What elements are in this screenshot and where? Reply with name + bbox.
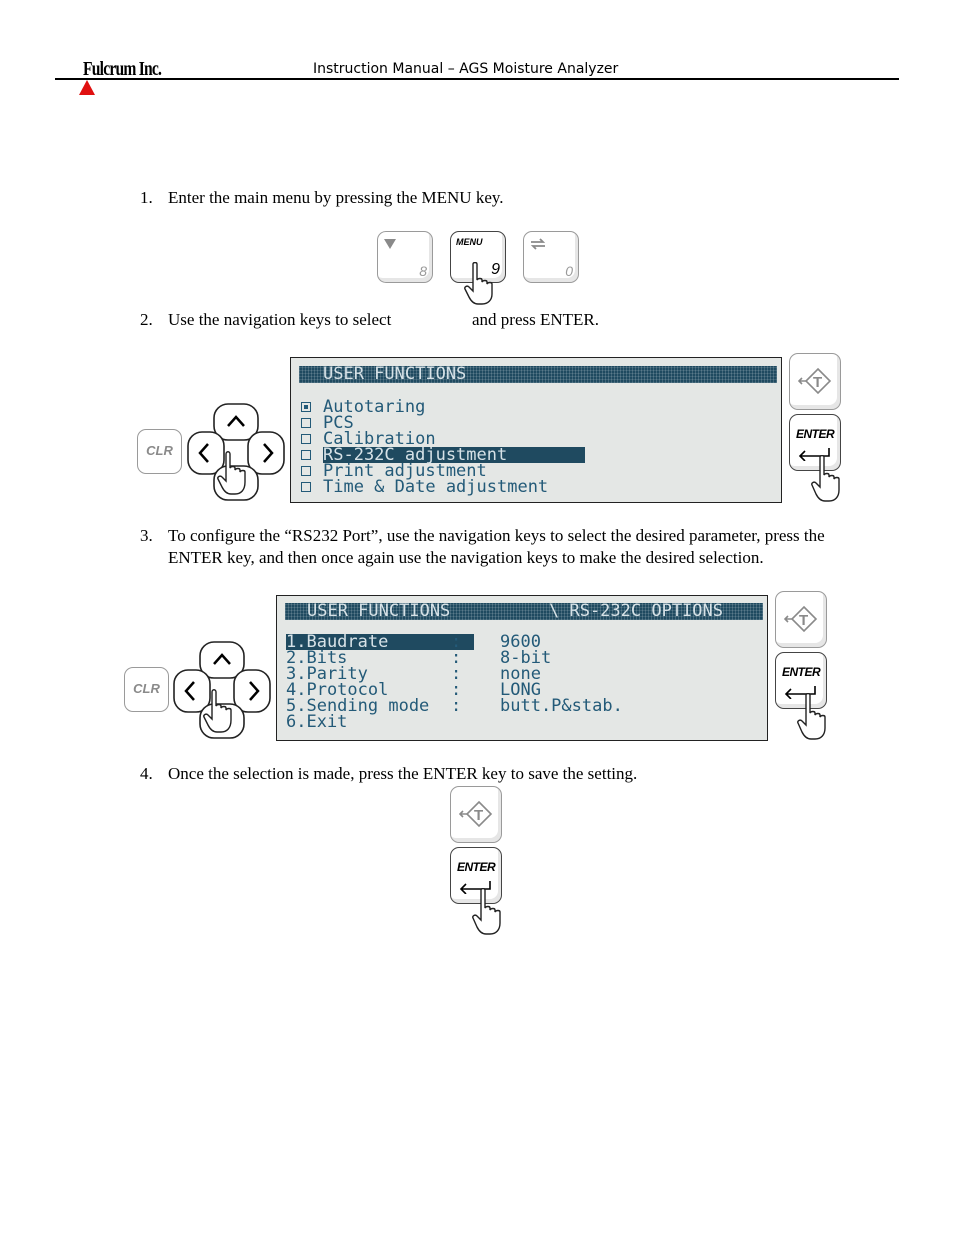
tare-key: T — [450, 786, 502, 843]
navigation-pad — [173, 641, 271, 739]
step-text: Use the navigation keys to select — [168, 310, 392, 329]
menu-checkbox — [301, 466, 311, 476]
pointing-hand-icon — [811, 455, 840, 502]
pointing-hand-icon — [472, 888, 501, 935]
company-logo: Fulcrum Inc. — [83, 58, 162, 80]
lcd-title-bar: USER FUNCTIONS — [299, 366, 777, 383]
tare-key: T — [789, 353, 841, 410]
enter-key: ENTER — [789, 414, 841, 471]
enter-key: ENTER — [450, 847, 502, 904]
pointing-hand-icon — [464, 262, 493, 305]
menu-item: Autotaring — [323, 397, 426, 417]
pointing-hand-icon — [797, 693, 826, 740]
arrow-left-icon — [184, 681, 195, 701]
lcd-rs232-options: USER FUNCTIONS \ RS-232C OPTIONS 1.Baudr… — [276, 595, 768, 741]
menu-item: PCS — [323, 413, 354, 433]
header-title: Instruction Manual – AGS Moisture Analyz… — [313, 61, 619, 77]
option-label: 5.Sending mode — [286, 696, 430, 716]
svg-text:T: T — [813, 374, 822, 391]
step-number: 3. — [140, 526, 153, 545]
tare-icon: T — [459, 800, 493, 828]
menu-checkbox — [301, 482, 311, 492]
option-value: LONG — [500, 680, 541, 700]
step-text-line-1: To configure the “RS232 Port”, use the n… — [168, 526, 825, 545]
header-rule — [55, 78, 899, 80]
step-text: Enter the main menu by pressing the MENU… — [168, 188, 504, 207]
option-separator: : — [451, 664, 462, 684]
option-separator: : — [451, 648, 462, 668]
key-0: 0 — [523, 231, 579, 283]
menu-item: Time & Date adjustment — [323, 477, 549, 497]
enter-arrow-icon — [798, 448, 830, 461]
key-digit: 0 — [565, 263, 573, 279]
lcd-subtitle: \ RS-232C OPTIONS — [549, 601, 723, 621]
key-digit: 9 — [491, 261, 500, 278]
navigation-pad — [187, 403, 285, 501]
option-label: 1.Baudrate — [286, 634, 474, 651]
menu-item: Print adjustment — [323, 461, 487, 481]
enter-arrow-icon — [784, 686, 816, 699]
menu-key-label: MENU — [456, 237, 483, 247]
option-label: 6.Exit — [286, 712, 348, 732]
option-label: 4.Protocol — [286, 680, 389, 700]
tare-icon: T — [798, 367, 832, 395]
lcd-title-bar: USER FUNCTIONS \ RS-232C OPTIONS — [285, 603, 763, 620]
option-value: 8-bit — [500, 648, 552, 668]
refresh-icon — [530, 238, 546, 250]
pointing-hand-icon — [217, 451, 246, 495]
option-separator: : — [451, 696, 462, 716]
step-text: Once the selection is made, press the EN… — [168, 764, 638, 783]
option-label: 3.Parity — [286, 664, 368, 684]
svg-text:T: T — [474, 807, 483, 824]
svg-text:T: T — [799, 612, 808, 629]
lcd-title: USER FUNCTIONS — [323, 364, 467, 384]
pointing-hand-icon — [203, 689, 232, 733]
arrow-left-icon — [198, 443, 209, 463]
step-number: 2. — [140, 310, 153, 329]
step-number: 1. — [140, 188, 153, 207]
enter-key: ENTER — [775, 652, 827, 709]
key-8: 8 — [377, 231, 433, 283]
arrow-up-icon — [213, 653, 231, 665]
option-label: 2.Bits — [286, 648, 348, 668]
tare-key: T — [775, 591, 827, 648]
option-value: butt.P&stab. — [500, 696, 623, 716]
step-number: 4. — [140, 764, 153, 783]
option-separator: : — [451, 680, 462, 700]
menu-item: RS-232C adjustment — [323, 447, 585, 464]
menu-checkbox — [301, 450, 311, 460]
arrow-down-icon — [384, 239, 396, 249]
menu-key: MENU 9 — [450, 231, 506, 283]
tare-icon: T — [784, 605, 818, 633]
key-digit: 8 — [419, 263, 427, 279]
option-value: none — [500, 664, 541, 684]
logo-triangle-icon — [79, 80, 95, 95]
option-value: 9600 — [500, 632, 541, 652]
arrow-up-icon — [227, 415, 245, 427]
option-separator: : — [451, 632, 462, 652]
clr-key: CLR — [124, 667, 169, 712]
clr-key: CLR — [137, 429, 182, 474]
enter-key-label: ENTER — [796, 427, 835, 441]
menu-item: Calibration — [323, 429, 436, 449]
step-text-line-2: ENTER key, and then once again use the n… — [168, 548, 764, 567]
enter-key-label: ENTER — [782, 665, 821, 679]
arrow-right-icon — [263, 443, 274, 463]
menu-checkbox — [301, 402, 311, 412]
lcd-title: USER FUNCTIONS — [307, 601, 451, 621]
enter-key-label: ENTER — [457, 860, 496, 874]
enter-arrow-icon — [459, 881, 491, 894]
menu-checkbox — [301, 434, 311, 444]
step-text-continued: and press ENTER. — [472, 310, 600, 329]
menu-checkbox — [301, 418, 311, 428]
arrow-right-icon — [249, 681, 260, 701]
